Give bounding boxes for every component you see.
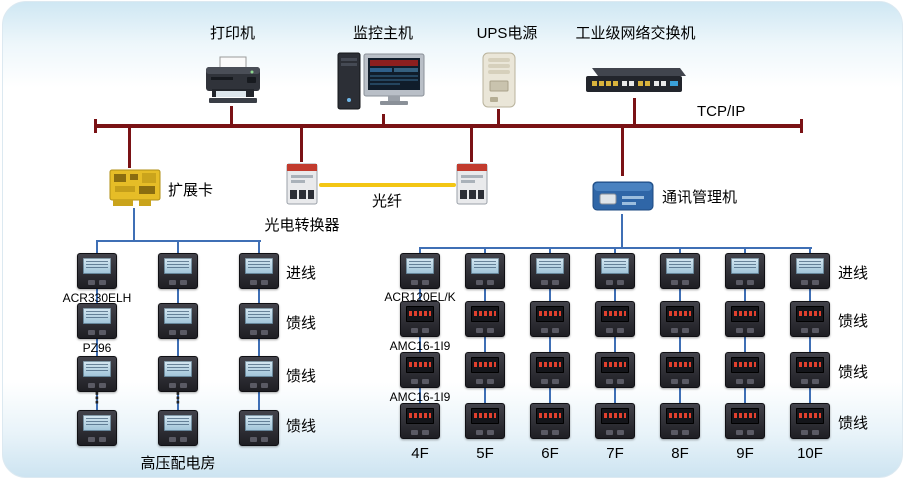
amc-meter-icon bbox=[465, 352, 505, 388]
expansion-card-icon bbox=[109, 168, 161, 213]
amc-meter-icon bbox=[400, 403, 440, 439]
connector-line bbox=[230, 106, 233, 124]
amc-meter-icon bbox=[660, 352, 700, 388]
left-row-label: 馈线 bbox=[286, 368, 317, 385]
expansion-card-label: 扩展卡 bbox=[168, 182, 214, 199]
connector-line bbox=[94, 119, 97, 133]
power-meter-icon bbox=[400, 253, 440, 289]
meter-model-label: AMC16-1I9 bbox=[389, 390, 451, 404]
connector-line bbox=[621, 214, 623, 247]
meter-model-label: PZ96 bbox=[82, 341, 112, 355]
power-meter-icon bbox=[158, 253, 198, 289]
power-meter-icon bbox=[239, 253, 279, 289]
power-meter-icon bbox=[77, 356, 117, 392]
amc-meter-icon bbox=[790, 352, 830, 388]
amc-meter-icon bbox=[725, 301, 765, 337]
meter-model-label: ACR330ELH bbox=[62, 291, 132, 305]
power-meter-icon bbox=[239, 303, 279, 339]
ups-label: UPS电源 bbox=[476, 25, 538, 42]
floor-label: 9F bbox=[736, 445, 754, 462]
fiber-converter-icon bbox=[455, 162, 489, 211]
amc-meter-icon bbox=[400, 301, 440, 337]
amc-meter-icon bbox=[530, 301, 570, 337]
printer-icon bbox=[203, 56, 263, 111]
tcpip-bus-label: TCP/IP bbox=[697, 103, 746, 120]
power-meter-icon bbox=[158, 410, 198, 446]
power-meter-icon bbox=[790, 253, 830, 289]
floor-label: 10F bbox=[797, 445, 823, 462]
amc-meter-icon bbox=[725, 403, 765, 439]
connector-line bbox=[133, 208, 135, 240]
connector-line bbox=[128, 128, 131, 168]
floor-label: 8F bbox=[671, 445, 689, 462]
amc-meter-icon bbox=[725, 352, 765, 388]
floor-label: 6F bbox=[541, 445, 559, 462]
amc-meter-icon bbox=[660, 403, 700, 439]
power-meter-icon bbox=[158, 303, 198, 339]
amc-meter-icon bbox=[660, 301, 700, 337]
right-row-label: 馈线 bbox=[838, 313, 869, 330]
power-meter-icon bbox=[725, 253, 765, 289]
floor-label: 5F bbox=[476, 445, 494, 462]
power-meter-icon bbox=[77, 303, 117, 339]
amc-meter-icon bbox=[465, 301, 505, 337]
network-switch-icon bbox=[582, 64, 686, 103]
monitoring-host-icon bbox=[336, 50, 428, 119]
power-meter-icon bbox=[660, 253, 700, 289]
ups-icon bbox=[478, 51, 520, 114]
power-meter-icon bbox=[158, 356, 198, 392]
connector-line bbox=[470, 128, 473, 162]
meter-model-label: AMC16-1I9 bbox=[389, 339, 451, 353]
power-meter-icon bbox=[77, 253, 117, 289]
right-row-label: 进线 bbox=[838, 265, 869, 282]
connector-line bbox=[800, 119, 803, 133]
fiber-link-line bbox=[319, 183, 456, 187]
amc-meter-icon bbox=[790, 403, 830, 439]
amc-meter-icon bbox=[465, 403, 505, 439]
fiber-label: 光纤 bbox=[371, 193, 402, 210]
left-row-label: 馈线 bbox=[286, 315, 317, 332]
connector-line bbox=[382, 114, 385, 124]
floor-label: 7F bbox=[606, 445, 624, 462]
right-row-label: 馈线 bbox=[838, 364, 869, 381]
fiber-converter-icon bbox=[285, 162, 319, 211]
connector-line bbox=[633, 98, 636, 124]
floor-label: 4F bbox=[411, 445, 429, 462]
monitoring-host-label: 监控主机 bbox=[352, 25, 413, 42]
power-meter-icon bbox=[239, 356, 279, 392]
right-row-label: 馈线 bbox=[838, 415, 869, 432]
amc-meter-icon bbox=[790, 301, 830, 337]
left-group-bottom-label: 高压配电房 bbox=[140, 455, 216, 472]
comm-manager-label: 通讯管理机 bbox=[662, 189, 738, 206]
power-meter-icon bbox=[465, 253, 505, 289]
continuation-dots: ⋮ bbox=[170, 390, 186, 407]
amc-meter-icon bbox=[595, 301, 635, 337]
printer-label: 打印机 bbox=[209, 25, 255, 42]
power-meter-icon bbox=[77, 410, 117, 446]
amc-meter-icon bbox=[595, 352, 635, 388]
tcpip-bus-line bbox=[95, 124, 802, 128]
connector-line bbox=[497, 109, 500, 124]
amc-meter-icon bbox=[595, 403, 635, 439]
comm-manager-icon bbox=[592, 176, 654, 219]
meter-model-label: ACR120EL/K bbox=[384, 290, 456, 304]
power-meter-icon bbox=[530, 253, 570, 289]
connector-line bbox=[621, 128, 624, 176]
left-row-label: 馈线 bbox=[286, 418, 317, 435]
left-row-label: 进线 bbox=[286, 265, 317, 282]
power-meter-icon bbox=[595, 253, 635, 289]
industrial-switch-label: 工业级网络交换机 bbox=[575, 25, 696, 42]
connector-line bbox=[300, 128, 303, 162]
amc-meter-icon bbox=[530, 352, 570, 388]
power-meter-icon bbox=[239, 410, 279, 446]
amc-meter-icon bbox=[530, 403, 570, 439]
continuation-dots: ⋮ bbox=[89, 390, 105, 407]
amc-meter-icon bbox=[400, 352, 440, 388]
fiber-converter-label: 光电转换器 bbox=[264, 217, 340, 234]
